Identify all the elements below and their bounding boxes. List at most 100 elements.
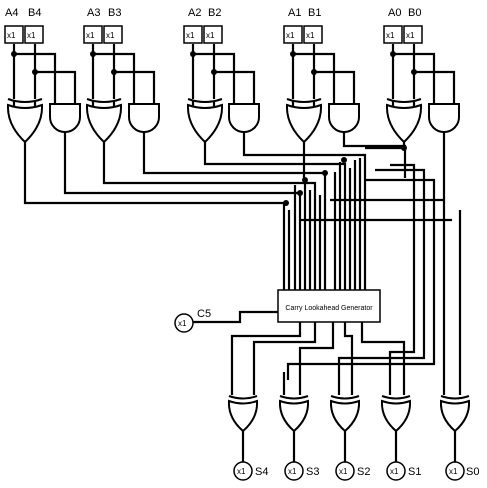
input-a-box[interactable]	[83, 25, 103, 44]
top-gates	[6, 98, 460, 144]
input-b-box[interactable]	[203, 25, 223, 44]
carry-out-label: C5	[197, 308, 211, 320]
input-a-box[interactable]	[4, 25, 24, 44]
output-probe[interactable]	[386, 461, 406, 481]
junction-dot	[90, 51, 96, 57]
output-label: S4	[255, 466, 268, 478]
input-b-label: B3	[108, 7, 121, 19]
xor-gate-bit2[interactable]	[186, 98, 224, 144]
and-gate-bit3[interactable]	[128, 103, 160, 133]
xor-gate-bit0[interactable]	[385, 98, 423, 144]
and-gate-bit4[interactable]	[49, 103, 81, 133]
input-b-box[interactable]	[103, 25, 123, 44]
output-probe[interactable]	[284, 461, 304, 481]
output-multiplier: x1	[339, 467, 348, 476]
input-a-multiplier: x1	[286, 31, 295, 40]
sum-xor-gate-s2[interactable]	[329, 395, 361, 433]
junction-dot	[311, 69, 317, 75]
output-s0: x1 S0	[445, 461, 479, 481]
sum-xor-gate-s3[interactable]	[278, 395, 310, 433]
input-a-box[interactable]	[283, 25, 303, 44]
junction-dot	[32, 69, 38, 75]
input-b-multiplier: x1	[106, 31, 115, 40]
input-b-box[interactable]	[24, 25, 44, 44]
xor-gate-bit1[interactable]	[285, 98, 323, 144]
output-label: S0	[466, 466, 479, 478]
sum-xor-gate-s0[interactable]	[439, 395, 471, 433]
output-s3: x1 S3	[284, 461, 319, 481]
output-probe[interactable]	[233, 461, 253, 481]
xor-gate-bit4[interactable]	[6, 98, 44, 144]
input-b-label: B1	[308, 7, 321, 19]
output-label: S2	[357, 466, 370, 478]
carry-lookahead-generator[interactable]: Carry Lookahead Generator	[277, 289, 381, 323]
junction-dot	[290, 51, 296, 57]
input-b-multiplier: x1	[206, 31, 215, 40]
and-gate-bit0[interactable]	[428, 103, 460, 133]
input-wires-bit4	[12, 44, 77, 108]
input-b-label: B4	[28, 7, 41, 19]
input-a-multiplier: x1	[186, 31, 195, 40]
input-a-label: A3	[87, 7, 100, 19]
input-a-multiplier: x1	[86, 31, 95, 40]
input-b-box[interactable]	[303, 25, 323, 44]
input-a-label: A1	[288, 7, 301, 19]
junction-dot	[411, 69, 417, 75]
output-probe[interactable]	[445, 461, 465, 481]
output-label: S3	[306, 466, 319, 478]
output-multiplier: x1	[237, 467, 246, 476]
junction-dot	[111, 69, 117, 75]
input-bit4: A4 B4 x1 x1	[4, 7, 44, 44]
and-gate-bit1[interactable]	[328, 103, 360, 133]
wires	[12, 44, 462, 462]
carry-out-multiplier: x1	[178, 319, 187, 328]
input-a-box[interactable]	[183, 25, 203, 44]
junction-dot	[190, 51, 196, 57]
input-a-multiplier: x1	[7, 31, 16, 40]
sum-xor-gate-s1[interactable]	[380, 395, 412, 433]
output-s4: x1 S4	[233, 461, 268, 481]
sum-xor-gate-s4[interactable]	[227, 395, 259, 433]
junction-dot	[401, 145, 407, 151]
sum-gates	[227, 395, 471, 433]
input-bit2: A2 B2 x1 x1	[183, 7, 223, 44]
input-b-multiplier: x1	[306, 31, 315, 40]
input-b-box[interactable]	[403, 25, 423, 44]
output-s2: x1 S2	[335, 461, 370, 481]
input-b-label: B2	[208, 7, 221, 19]
junction-dots	[11, 51, 417, 206]
junction-dot	[390, 51, 396, 57]
propagate-generate-bus	[23, 132, 452, 380]
input-b-multiplier: x1	[27, 31, 36, 40]
output-probe[interactable]	[335, 461, 355, 481]
output-s1: x1 S1	[386, 461, 421, 481]
input-wires-bit2	[191, 44, 256, 108]
carry-out-c5: x1 C5	[174, 308, 211, 333]
and-gate-bit2[interactable]	[228, 103, 260, 133]
input-a-label: A4	[5, 7, 18, 19]
input-a-multiplier: x1	[386, 31, 395, 40]
sum-output-wires	[241, 430, 457, 462]
junction-dot	[283, 200, 289, 206]
input-boxes: A4 B4 x1 x1 A3 B3 x1 x1 A2 B2 x1 x1 A1 B…	[4, 7, 423, 44]
output-label: S1	[408, 466, 421, 478]
junction-dot	[302, 177, 308, 183]
input-bit0: A0 B0 x1 x1	[383, 7, 423, 44]
input-wires-bit0	[391, 44, 456, 108]
input-a-box[interactable]	[383, 25, 403, 44]
output-probe[interactable]	[174, 313, 194, 333]
output-multiplier: x1	[449, 467, 458, 476]
input-b-multiplier: x1	[406, 31, 415, 40]
input-bit3: A3 B3 x1 x1	[83, 7, 123, 44]
sum-outputs: x1 S4 x1 S3 x1 S2 x1 S1 x1 S0	[233, 461, 479, 481]
input-a-label: A2	[188, 7, 201, 19]
input-wires-bit3	[91, 44, 156, 108]
output-multiplier: x1	[288, 467, 297, 476]
junction-dot	[297, 190, 303, 196]
input-b-label: B0	[408, 7, 421, 19]
junction-dot	[341, 157, 347, 163]
xor-gate-bit3[interactable]	[85, 98, 123, 144]
junction-dot	[11, 51, 17, 57]
junction-dot	[211, 69, 217, 75]
